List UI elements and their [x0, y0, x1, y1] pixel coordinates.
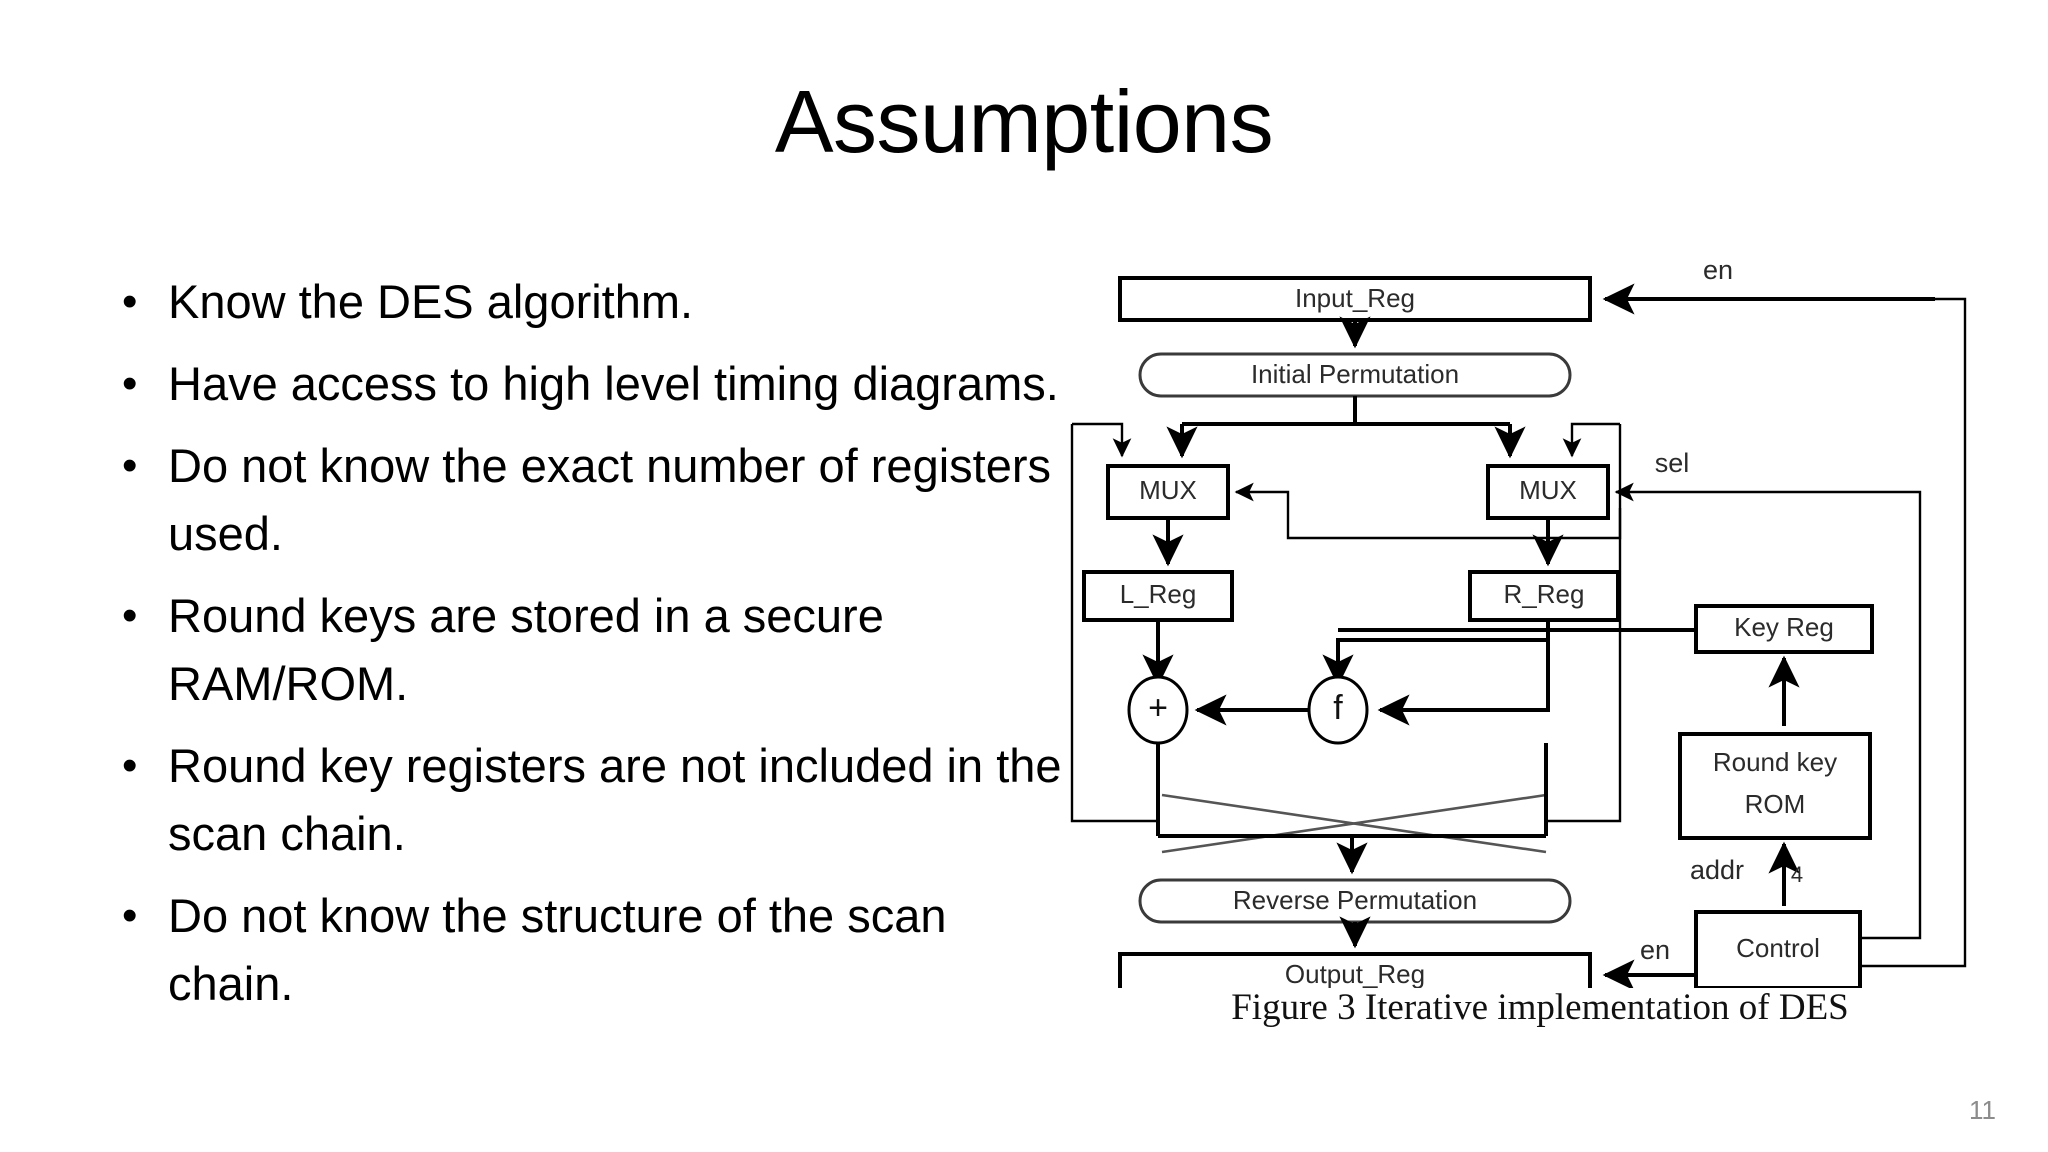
list-item: • Do not know the structure of the scan …: [112, 882, 1062, 1018]
figure-caption: Figure 3 Iterative implementation of DES: [1231, 987, 1849, 1028]
wire-feedback-left-rail: [1072, 422, 1132, 458]
figure-des-iterative-implementation: Input_Reg en Initial Permutation MUX MUX…: [1060, 258, 2020, 1058]
signal-label-addr-width: 4: [1791, 862, 1803, 887]
list-item: • Have access to high level timing diagr…: [112, 350, 1062, 418]
block-l-reg-label: L_Reg: [1120, 579, 1197, 609]
list-item-label: Round key registers are not included in …: [168, 739, 1062, 860]
wire-control-to-sel: [1850, 490, 1922, 940]
signal-label-en-bottom: en: [1640, 935, 1670, 965]
page-title: Assumptions: [774, 72, 1274, 171]
bullet-marker-icon: •: [122, 441, 138, 490]
block-round-key-rom: [1678, 732, 1872, 840]
block-output-reg: [1118, 952, 1592, 988]
list-item: • Know the DES algorithm.: [112, 268, 1062, 336]
wire-feedback-right-rail: [1562, 422, 1620, 458]
block-r-reg: [1468, 570, 1620, 622]
block-control-label: Control: [1736, 933, 1820, 963]
list-item-label: Do not know the exact number of register…: [168, 439, 1051, 560]
signal-label-sel: sel: [1655, 448, 1690, 478]
bullet-marker-icon: •: [122, 891, 138, 940]
block-round-key-rom-label-line2: ROM: [1745, 789, 1806, 819]
list-item-label: Have access to high level timing diagram…: [168, 357, 1059, 410]
block-xor-label: +: [1148, 689, 1168, 727]
wire-round-feedback-left: [1070, 424, 1158, 823]
list-item: • Round key registers are not included i…: [112, 732, 1062, 868]
block-key-reg-label: Key Reg: [1734, 612, 1834, 642]
list-item-label: Do not know the structure of the scan ch…: [168, 889, 947, 1010]
block-r-reg-label: R_Reg: [1504, 579, 1585, 609]
block-mux-right-label: MUX: [1519, 475, 1577, 505]
bullet-marker-icon: •: [122, 591, 138, 640]
list-item: • Round keys are stored in a secure RAM/…: [112, 582, 1062, 718]
block-reverse-permutation-label: Reverse Permutation: [1233, 885, 1477, 915]
block-mux-left-label: MUX: [1139, 475, 1197, 505]
signal-label-en-top: en: [1703, 258, 1733, 285]
block-round-key-rom-label-line1: Round key: [1713, 747, 1837, 777]
signal-label-addr: addr: [1690, 855, 1744, 885]
wire-swap-r-to-l: [1161, 793, 1547, 854]
des-block-diagram: Input_Reg en Initial Permutation MUX MUX…: [1070, 258, 1967, 988]
bullet-marker-icon: •: [122, 741, 138, 790]
bullet-marker-icon: •: [122, 277, 138, 326]
block-output-reg-label: Output_Reg: [1285, 959, 1425, 988]
list-item-label: Round keys are stored in a secure RAM/RO…: [168, 589, 884, 710]
wire-r-reg-to-f-side: [1377, 640, 1550, 726]
block-control: [1694, 910, 1862, 988]
wire-control-to-en: [1860, 297, 1967, 968]
bullet-marker-icon: •: [122, 359, 138, 408]
list-item: • Do not know the exact number of regist…: [112, 432, 1062, 568]
block-input-reg-label: Input_Reg: [1295, 283, 1415, 313]
list-item-label: Know the DES algorithm.: [168, 275, 694, 328]
block-initial-permutation-label: Initial Permutation: [1251, 359, 1459, 389]
wire-round-feedback-right: [1546, 424, 1622, 823]
page-number: 11: [1969, 1095, 1996, 1125]
block-f-function-label: f: [1333, 689, 1343, 727]
bullet-list: • Know the DES algorithm. • Have access …: [112, 268, 1062, 1032]
